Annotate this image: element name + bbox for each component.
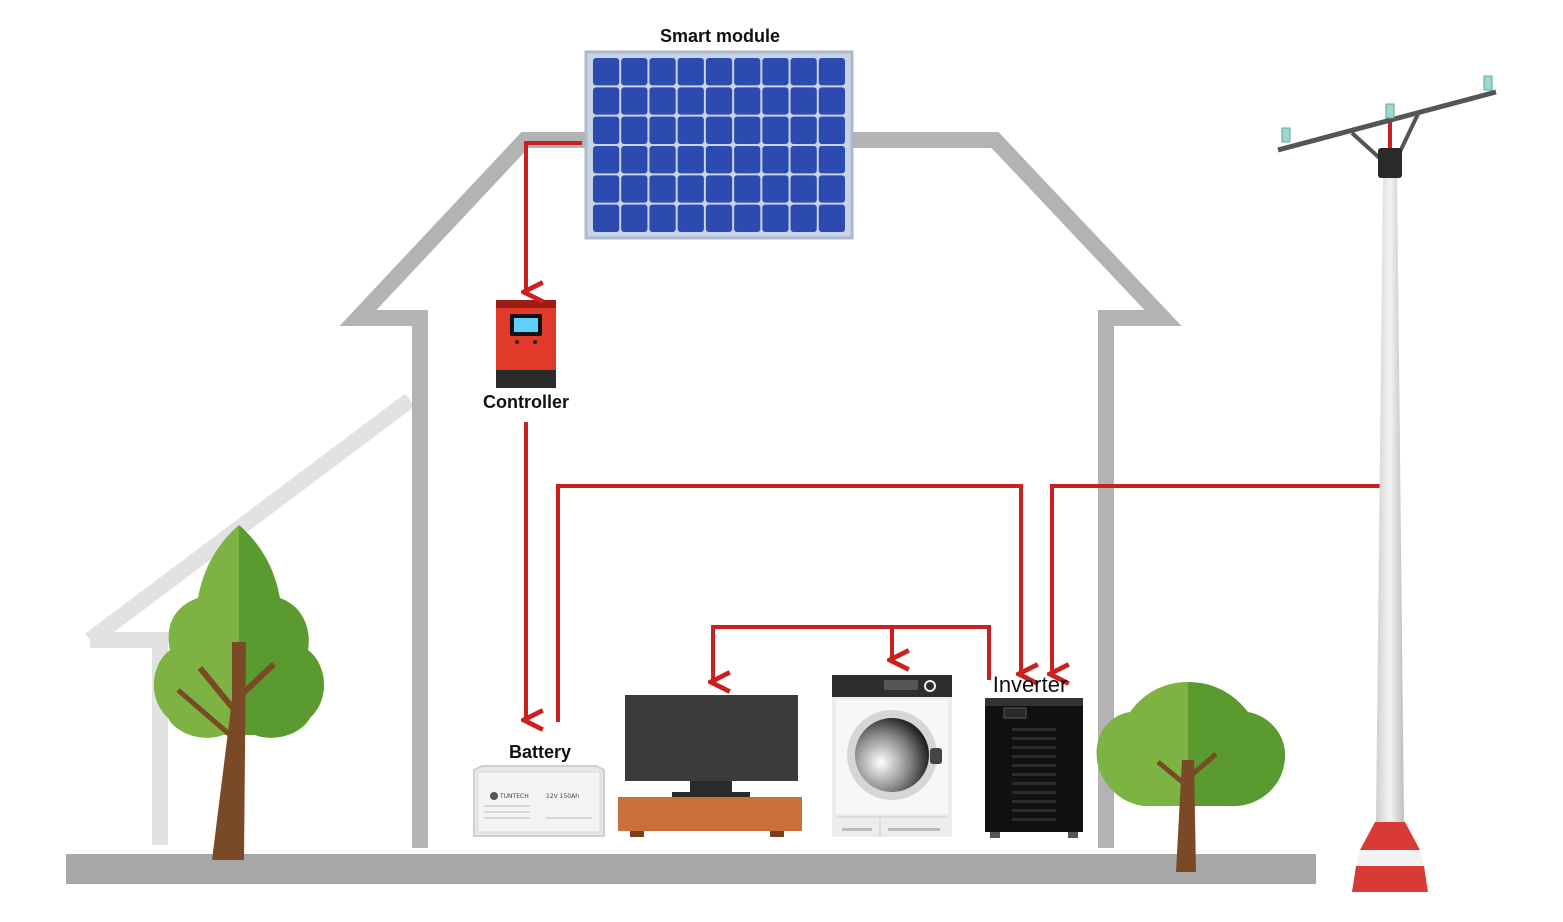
solar-cell (734, 58, 761, 86)
solar-cell (593, 146, 620, 174)
solar-cell (790, 116, 817, 144)
solar-cell (818, 175, 845, 203)
solar-cell (621, 204, 648, 232)
battery-icon: TUNTECH 12V 150Ah (473, 765, 605, 837)
solar-cell (649, 204, 676, 232)
background-house (85, 393, 415, 845)
inverter-vent (1012, 800, 1056, 803)
solar-cell (818, 146, 845, 174)
solar-cell (734, 146, 761, 174)
inverter-vent (1012, 791, 1056, 794)
solar-cell (593, 116, 620, 144)
solar-panel-icon (584, 50, 854, 240)
solar-cell (593, 58, 620, 86)
controller-label: Controller (483, 392, 569, 412)
solar-cell (790, 146, 817, 174)
solar-cell (734, 204, 761, 232)
solar-cell (593, 204, 620, 232)
solar-cell (705, 58, 733, 86)
inverter-vent (1012, 773, 1056, 776)
inverter-vent (1012, 755, 1056, 758)
solar-cell (762, 146, 789, 174)
solar-cell (677, 87, 704, 115)
solar-cell (705, 175, 733, 203)
solar-cell (762, 58, 789, 86)
solar-cell (649, 116, 676, 144)
solar-cell (677, 175, 704, 203)
tree-icon (153, 525, 325, 860)
solar-cell (705, 204, 733, 232)
solar-cell (593, 87, 620, 115)
solar-cell (790, 204, 817, 232)
solar-cell (649, 175, 676, 203)
battery-to-inverter-wire (556, 484, 1021, 722)
tree-icon (1096, 682, 1286, 872)
washing-machine-icon (832, 675, 952, 837)
solar-cell (621, 116, 648, 144)
solar-cell (790, 175, 817, 203)
solar-cell (790, 58, 817, 86)
solar-cell (677, 116, 704, 144)
inverter-label: Inverter (993, 672, 1068, 697)
solar-cell (621, 58, 648, 86)
solar-cell (734, 175, 761, 203)
battery-brand: TUNTECH (499, 793, 529, 800)
solar-cell (677, 204, 704, 232)
solar-cell (621, 175, 648, 203)
inverter-vent (1012, 809, 1056, 812)
solar-cell (705, 146, 733, 174)
battery-spec: 12V 150Ah (546, 793, 579, 800)
solar-cell (621, 87, 648, 115)
solar-cell (705, 87, 733, 115)
solar-cell (677, 146, 704, 174)
panel-to-controller-wire (526, 141, 582, 292)
solar-cell (649, 146, 676, 174)
solar-cell (677, 58, 704, 86)
inverter-vent (1012, 764, 1056, 767)
solar-cell (649, 58, 676, 86)
solar-cell (593, 175, 620, 203)
inverter-vent (1012, 782, 1056, 785)
inverter-icon (985, 698, 1083, 838)
solar-cell (762, 116, 789, 144)
inverter-vent (1012, 737, 1056, 740)
solar-cell (734, 116, 761, 144)
solar-cell (790, 87, 817, 115)
solar-cell (818, 58, 845, 86)
smart-module-label: Smart module (660, 26, 780, 46)
solar-cell (621, 146, 648, 174)
solar-cell (762, 204, 789, 232)
solar-cell (649, 87, 676, 115)
solar-cell (818, 116, 845, 144)
solar-cell (705, 116, 733, 144)
battery-label: Battery (509, 742, 571, 762)
ground (66, 854, 1316, 884)
solar-cell (762, 87, 789, 115)
inverter-to-appliances-wire (713, 625, 991, 682)
solar-cell (762, 175, 789, 203)
charge-controller-icon (496, 300, 556, 388)
solar-cell (734, 87, 761, 115)
solar-cell (818, 87, 845, 115)
inverter-vent (1012, 746, 1056, 749)
inverter-vent (1012, 728, 1056, 731)
inverter-vent (1012, 818, 1056, 821)
tv-icon (618, 695, 802, 837)
solar-cell (818, 204, 845, 232)
utility-pole-icon (1277, 75, 1497, 892)
